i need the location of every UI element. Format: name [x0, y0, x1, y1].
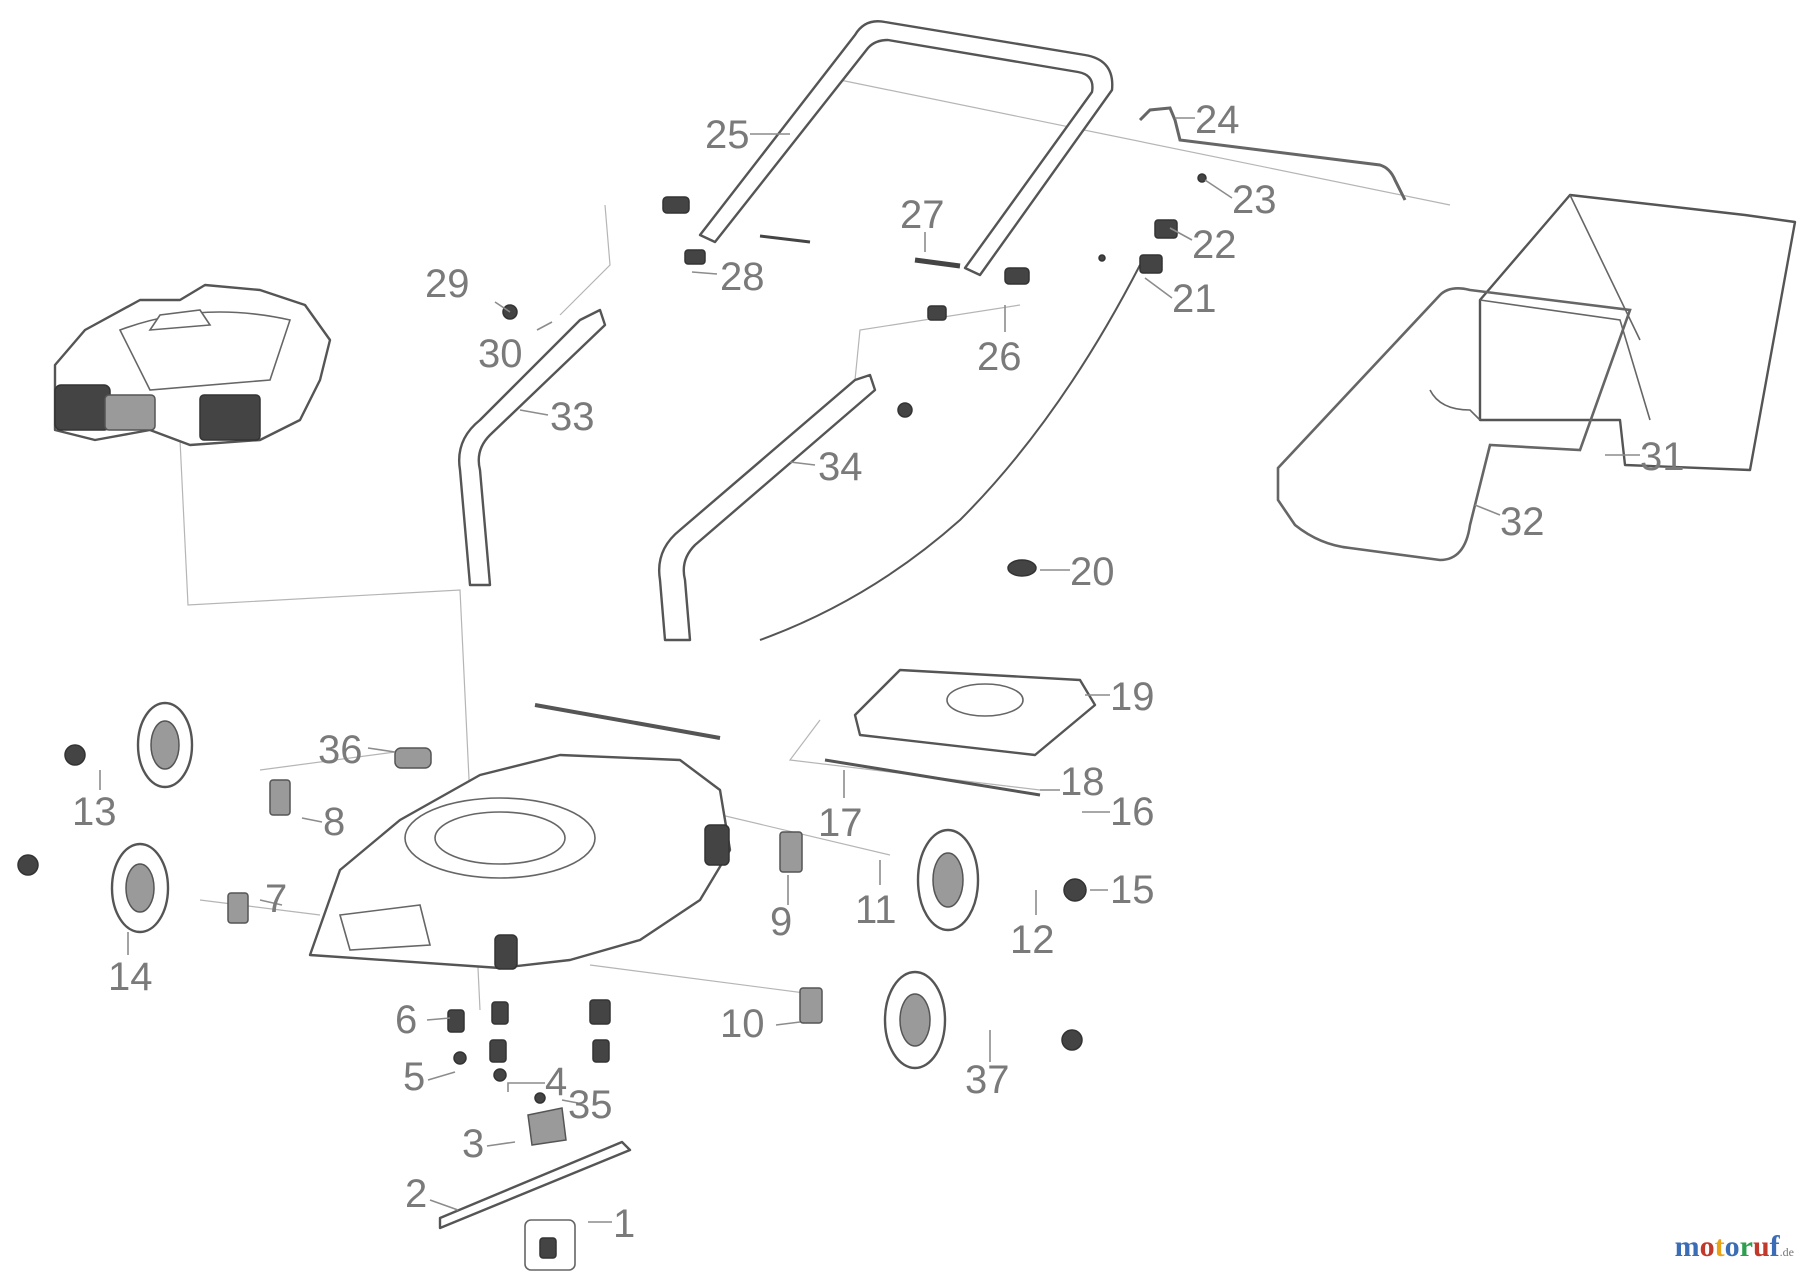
logo-letter: m: [1674, 1230, 1700, 1263]
part-label-1: 1: [613, 1202, 635, 1246]
part-label-30: 30: [478, 332, 523, 376]
wheel-rear-right: [916, 828, 1087, 932]
part-label-35: 35: [568, 1083, 613, 1127]
part-label-14: 14: [108, 955, 153, 999]
wheel-rear-left: [17, 842, 170, 934]
part-label-8: 8: [323, 800, 345, 844]
logo-letter: o: [1699, 1230, 1715, 1263]
part-label-18: 18: [1060, 760, 1105, 804]
logo-letter: u: [1752, 1230, 1770, 1263]
part-label-4: 4: [545, 1060, 567, 1104]
handle-fittings: [502, 173, 1207, 577]
brake-cable: [759, 264, 1141, 641]
grass-bag: [1478, 193, 1797, 472]
part-label-37: 37: [965, 1058, 1010, 1102]
wheel-brackets: [227, 747, 823, 1024]
blade-assembly: [438, 999, 632, 1271]
upper-handle: [698, 20, 1114, 277]
logo-letter: t: [1714, 1230, 1725, 1263]
logo-letter: o: [1724, 1230, 1740, 1263]
part-label-32: 32: [1500, 500, 1545, 544]
part-label-12: 12: [1010, 918, 1055, 962]
deck-rear-axle: [534, 703, 1041, 797]
part-label-26: 26: [977, 335, 1022, 379]
part-label-6: 6: [395, 998, 417, 1042]
part-label-9: 9: [770, 900, 792, 944]
logo-letter: r: [1739, 1230, 1753, 1263]
part-label-31: 31: [1640, 435, 1685, 479]
part-labels: 1 2 3 4 5 6 7 8 9 10 11 12 13 14 15 16 1…: [72, 98, 1685, 1246]
motoruf-logo: motoruf.de: [1675, 1230, 1794, 1264]
part-label-3: 3: [462, 1122, 484, 1166]
part-label-13: 13: [72, 790, 117, 834]
lower-handle-left: [458, 308, 607, 587]
part-label-5: 5: [403, 1055, 425, 1099]
part-label-22: 22: [1192, 223, 1237, 267]
part-label-10: 10: [720, 1002, 765, 1046]
part-label-7: 7: [265, 877, 287, 921]
engine: [53, 283, 332, 447]
brake-bar: [1138, 106, 1407, 201]
part-label-2: 2: [405, 1172, 427, 1216]
part-label-15: 15: [1110, 868, 1155, 912]
wheel-front-right: [883, 970, 1083, 1070]
logo-suffix: .de: [1779, 1245, 1794, 1259]
part-label-25: 25: [705, 113, 750, 157]
mower-deck: [308, 753, 732, 970]
grass-bag-frame: [1276, 287, 1632, 562]
rear-flap: [853, 668, 1097, 757]
lower-handle-right: [658, 373, 877, 642]
part-label-24: 24: [1195, 98, 1240, 142]
part-label-19: 19: [1110, 675, 1155, 719]
part-label-28: 28: [720, 255, 765, 299]
part-label-16: 16: [1110, 790, 1155, 834]
leader-lines: [99, 117, 1640, 1223]
wheel-front-left: [64, 701, 194, 789]
part-label-11: 11: [855, 888, 897, 932]
part-label-33: 33: [550, 395, 595, 439]
part-label-23: 23: [1232, 178, 1277, 222]
logo-letter: f: [1769, 1230, 1780, 1263]
part-label-17: 17: [818, 801, 863, 845]
part-label-27: 27: [900, 193, 945, 237]
part-label-21: 21: [1172, 277, 1217, 321]
part-label-20: 20: [1070, 550, 1115, 594]
part-label-36: 36: [318, 728, 363, 772]
part-label-29: 29: [425, 262, 470, 306]
part-label-34: 34: [818, 445, 863, 489]
